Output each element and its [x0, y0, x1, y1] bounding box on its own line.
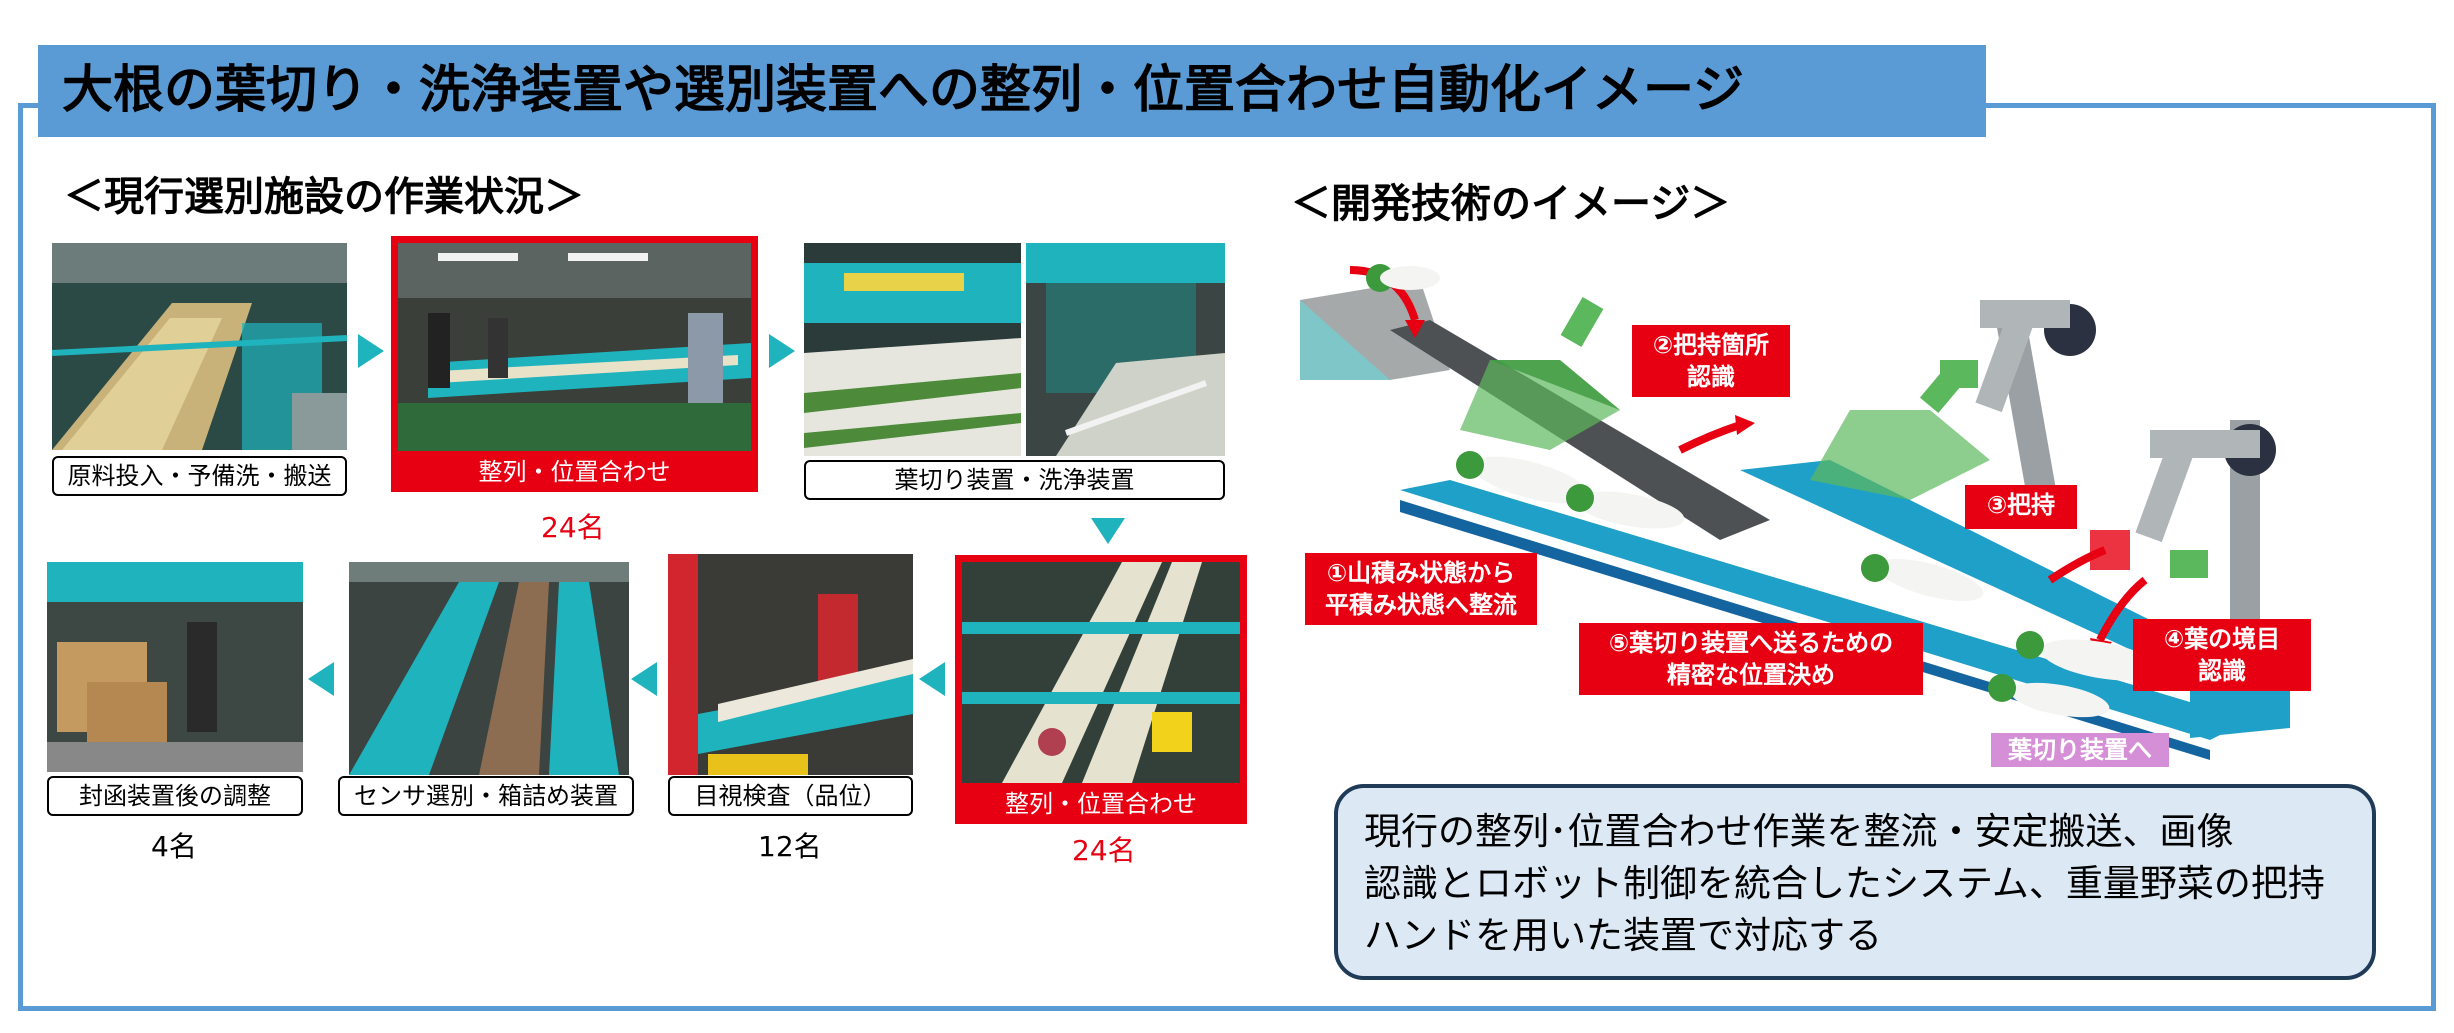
dev-heading: ＜開発技術のイメージ＞ — [1291, 181, 1731, 227]
step-label-1: 原料投入・予備洗・搬送 — [52, 456, 347, 496]
flow-arrow-right-icon — [769, 334, 795, 368]
step-count-4: 24名 — [1072, 834, 1136, 867]
callout-positioning-line2: 精密な位置決め — [1667, 661, 1835, 689]
photo-sensor-sorter — [349, 562, 629, 775]
step-count-5: 12名 — [758, 830, 822, 863]
callout-flatten: ①山積み状態から 平積み状態へ整流 — [1305, 553, 1537, 625]
page-title: 大根の葉切り・洗浄装置や選別装置への整列・位置合わせ自動化イメージ — [38, 45, 1986, 137]
photo-alignment-1 — [398, 243, 751, 451]
current-heading: ＜現行選別施設の作業状況＞ — [64, 174, 584, 220]
photo-alignment-2 — [962, 562, 1240, 783]
summary-box: 現行の整列･位置合わせ作業を整流・安定搬送、画像 認識とロボット制御を統合したシ… — [1334, 784, 2376, 980]
flow-arrow-left-icon — [631, 662, 657, 696]
callout-positioning-line1: ⑤葉切り装置へ送るための — [1608, 629, 1894, 657]
callout-grasp-point: ②把持箇所 認識 — [1632, 325, 1790, 397]
callout-leaf-boundary-line1: ④葉の境目 — [2163, 625, 2281, 653]
summary-line-2: 認識とロボット制御を統合したシステム、重量野菜の把持 — [1364, 862, 2325, 905]
step-label-2: 整列・位置合わせ — [398, 452, 751, 492]
callout-leaf-boundary-line2: 認識 — [2198, 657, 2246, 685]
summary-line-1: 現行の整列･位置合わせ作業を整流・安定搬送、画像 — [1364, 810, 2234, 853]
photo-raw-input — [52, 243, 347, 450]
flow-arrow-left-icon — [308, 662, 334, 696]
callout-flatten-line2: 平積み状態へ整流 — [1325, 591, 1517, 619]
photo-case-sealer — [47, 562, 303, 772]
callout-flatten-line1: ①山積み状態から — [1326, 559, 1516, 587]
step-count-2: 24名 — [541, 511, 605, 544]
callout-leaf-boundary: ④葉の境目 認識 — [2133, 619, 2311, 691]
flow-arrow-right-icon — [358, 334, 384, 368]
photo-visual-inspection — [668, 554, 913, 775]
step-label-6: センサ選別・箱詰め装置 — [338, 776, 634, 816]
destination-label: 葉切り装置へ — [1991, 733, 2169, 767]
flow-arrow-left-icon — [919, 662, 945, 696]
step-label-5: 目視検査（品位） — [668, 776, 913, 816]
callout-positioning: ⑤葉切り装置へ送るための 精密な位置決め — [1579, 623, 1923, 695]
photo-leaf-cutter — [804, 243, 1021, 456]
callout-grasp-point-line1: ②把持箇所 — [1652, 331, 1770, 359]
photo-washer — [1026, 243, 1225, 456]
step-count-7: 4名 — [151, 830, 197, 863]
summary-line-3: ハンドを用いた装置で対応する — [1364, 914, 1882, 957]
callout-grasp: ③把持 — [1965, 485, 2077, 529]
step-label-7: 封函装置後の調整 — [47, 776, 303, 816]
step-label-4: 整列・位置合わせ — [962, 784, 1240, 824]
flow-arrow-down-icon — [1091, 518, 1125, 544]
callout-grasp-point-line2: 認識 — [1687, 363, 1735, 391]
step-label-3: 葉切り装置・洗浄装置 — [804, 460, 1225, 500]
